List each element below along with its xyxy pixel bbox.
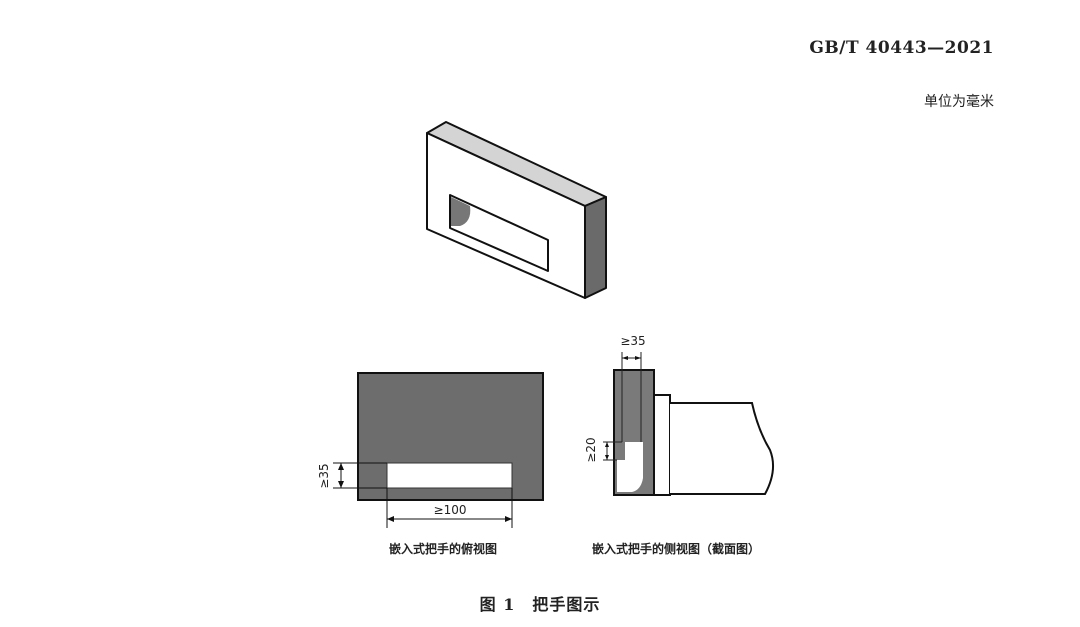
top-view-height-dimension: ≥35 [317,463,331,488]
isometric-view [426,121,607,299]
side-view: ≥35 ≥20 [584,334,775,496]
top-view-caption: 嵌入式把手的俯视图 [389,542,498,556]
side-view-width-dimension: ≥35 [620,334,645,348]
top-view: ≥35 ≥100 [317,372,544,528]
figure-caption: 图 1 把手图示 [479,595,601,614]
unit-note: 单位为毫米 [924,94,994,110]
side-view-depth-dimension: ≥20 [584,437,598,462]
side-view-caption: 嵌入式把手的侧视图（截面图） [592,542,761,556]
standard-number: GB/T 40443—2021 [809,38,994,58]
top-view-width-dimension: ≥100 [434,503,467,517]
